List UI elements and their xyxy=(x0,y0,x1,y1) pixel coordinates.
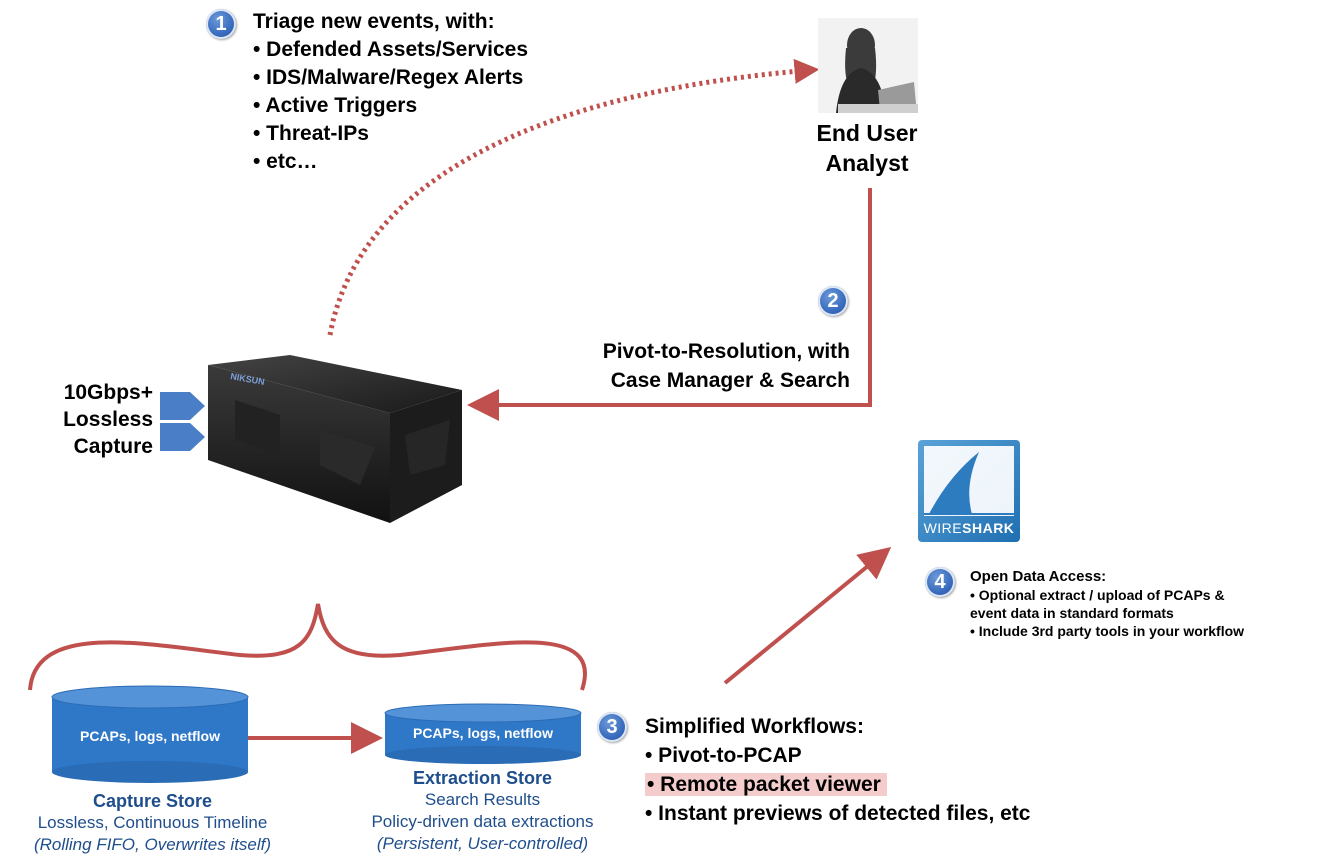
extraction-store-cylinder xyxy=(384,703,582,764)
capture-chevron-upper xyxy=(160,392,205,420)
capture-store-line-2: (Rolling FIFO, Overwrites itself) xyxy=(33,835,272,854)
extraction-store-cylinder-label: PCAPs, logs, netflow xyxy=(412,725,553,741)
extraction-store-title: Extraction Store xyxy=(412,768,553,788)
step-1-text: Triage new events, with: • Defended Asse… xyxy=(253,8,528,176)
step-3-item: • Instant previews of detected files, et… xyxy=(645,802,1031,825)
wireshark-prefix: WIRE xyxy=(923,520,963,536)
stores-brace xyxy=(28,603,587,691)
step-2-line-2: Case Manager & Search xyxy=(610,369,850,392)
step-3-text: Simplified Workflows: • Pivot-to-PCAP • … xyxy=(645,712,1030,828)
capture-store-caption: Capture Store Lossless, Continuous Timel… xyxy=(0,790,305,856)
workflow-to-wireshark-arrow xyxy=(723,546,892,685)
capture-store-cylinder xyxy=(51,685,249,783)
capture-input-label: 10Gbps+ Lossless Capture xyxy=(20,379,153,460)
step-1-item: • Active Triggers xyxy=(253,94,418,117)
step-4-item: event data in standard formats xyxy=(970,605,1174,621)
step-4-badge: 4 xyxy=(925,567,955,597)
analyst-line-1: End User xyxy=(816,120,918,146)
step-1-item: • etc… xyxy=(253,150,318,173)
triage-dotted-arrow xyxy=(327,58,820,336)
step-1-badge: 1 xyxy=(206,9,236,39)
extraction-store-caption: Extraction Store Search Results Policy-d… xyxy=(330,767,635,855)
step-4-text: Open Data Access: • Optional extract / u… xyxy=(970,568,1244,640)
step-3-badge: 3 xyxy=(597,712,627,742)
step-4-item: • Include 3rd party tools in your workfl… xyxy=(970,623,1245,639)
capture-input-line-3: Capture xyxy=(73,435,153,458)
shark-fin-icon xyxy=(924,446,1014,516)
capture-store-line-1: Lossless, Continuous Timeline xyxy=(37,813,268,832)
highlighted-item-text: • Remote packet viewer xyxy=(645,773,887,796)
extraction-store-line-2: Policy-driven data extractions xyxy=(371,812,594,831)
step-1-item: • Threat-IPs xyxy=(253,122,369,145)
capture-store-title: Capture Store xyxy=(92,791,213,811)
step-2-line-1: Pivot-to-Resolution, with xyxy=(602,340,850,363)
capture-input-line-2: Lossless xyxy=(63,408,153,431)
extraction-store-line-3: (Persistent, User-controlled) xyxy=(376,834,589,853)
step-1-item: • IDS/Malware/Regex Alerts xyxy=(253,66,524,89)
step-4-item: • Optional extract / upload of PCAPs & xyxy=(970,587,1225,603)
step-3-heading: Simplified Workflows: xyxy=(645,715,864,738)
wireshark-logo: WIRESHARK xyxy=(918,440,1020,542)
analyst-label: End User Analyst xyxy=(812,118,922,178)
capture-store-cylinder-label: PCAPs, logs, netflow xyxy=(79,728,220,744)
step-2-text: Pivot-to-Resolution, with Case Manager &… xyxy=(540,337,850,395)
step-1-heading: Triage new events, with: xyxy=(253,10,495,33)
step-3-item: • Pivot-to-PCAP xyxy=(645,744,802,767)
capture-chevron-lower xyxy=(160,423,205,451)
pivot-resolution-arrow xyxy=(467,188,872,421)
extraction-store-line-1: Search Results xyxy=(424,790,541,809)
analyst-line-2: Analyst xyxy=(825,150,909,176)
step-4-heading: Open Data Access: xyxy=(970,568,1107,585)
step-2-badge: 2 xyxy=(818,286,848,316)
step-1-item: • Defended Assets/Services xyxy=(253,38,529,61)
step-3-item-highlighted: • Remote packet viewer xyxy=(645,770,1030,799)
wireshark-wordmark: WIRESHARK xyxy=(918,520,1020,536)
wireshark-suffix: SHARK xyxy=(962,520,1015,536)
capture-appliance-image: NIKSUN xyxy=(208,355,462,523)
capture-input-line-1: 10Gbps+ xyxy=(63,381,153,404)
analyst-icon xyxy=(818,18,918,113)
